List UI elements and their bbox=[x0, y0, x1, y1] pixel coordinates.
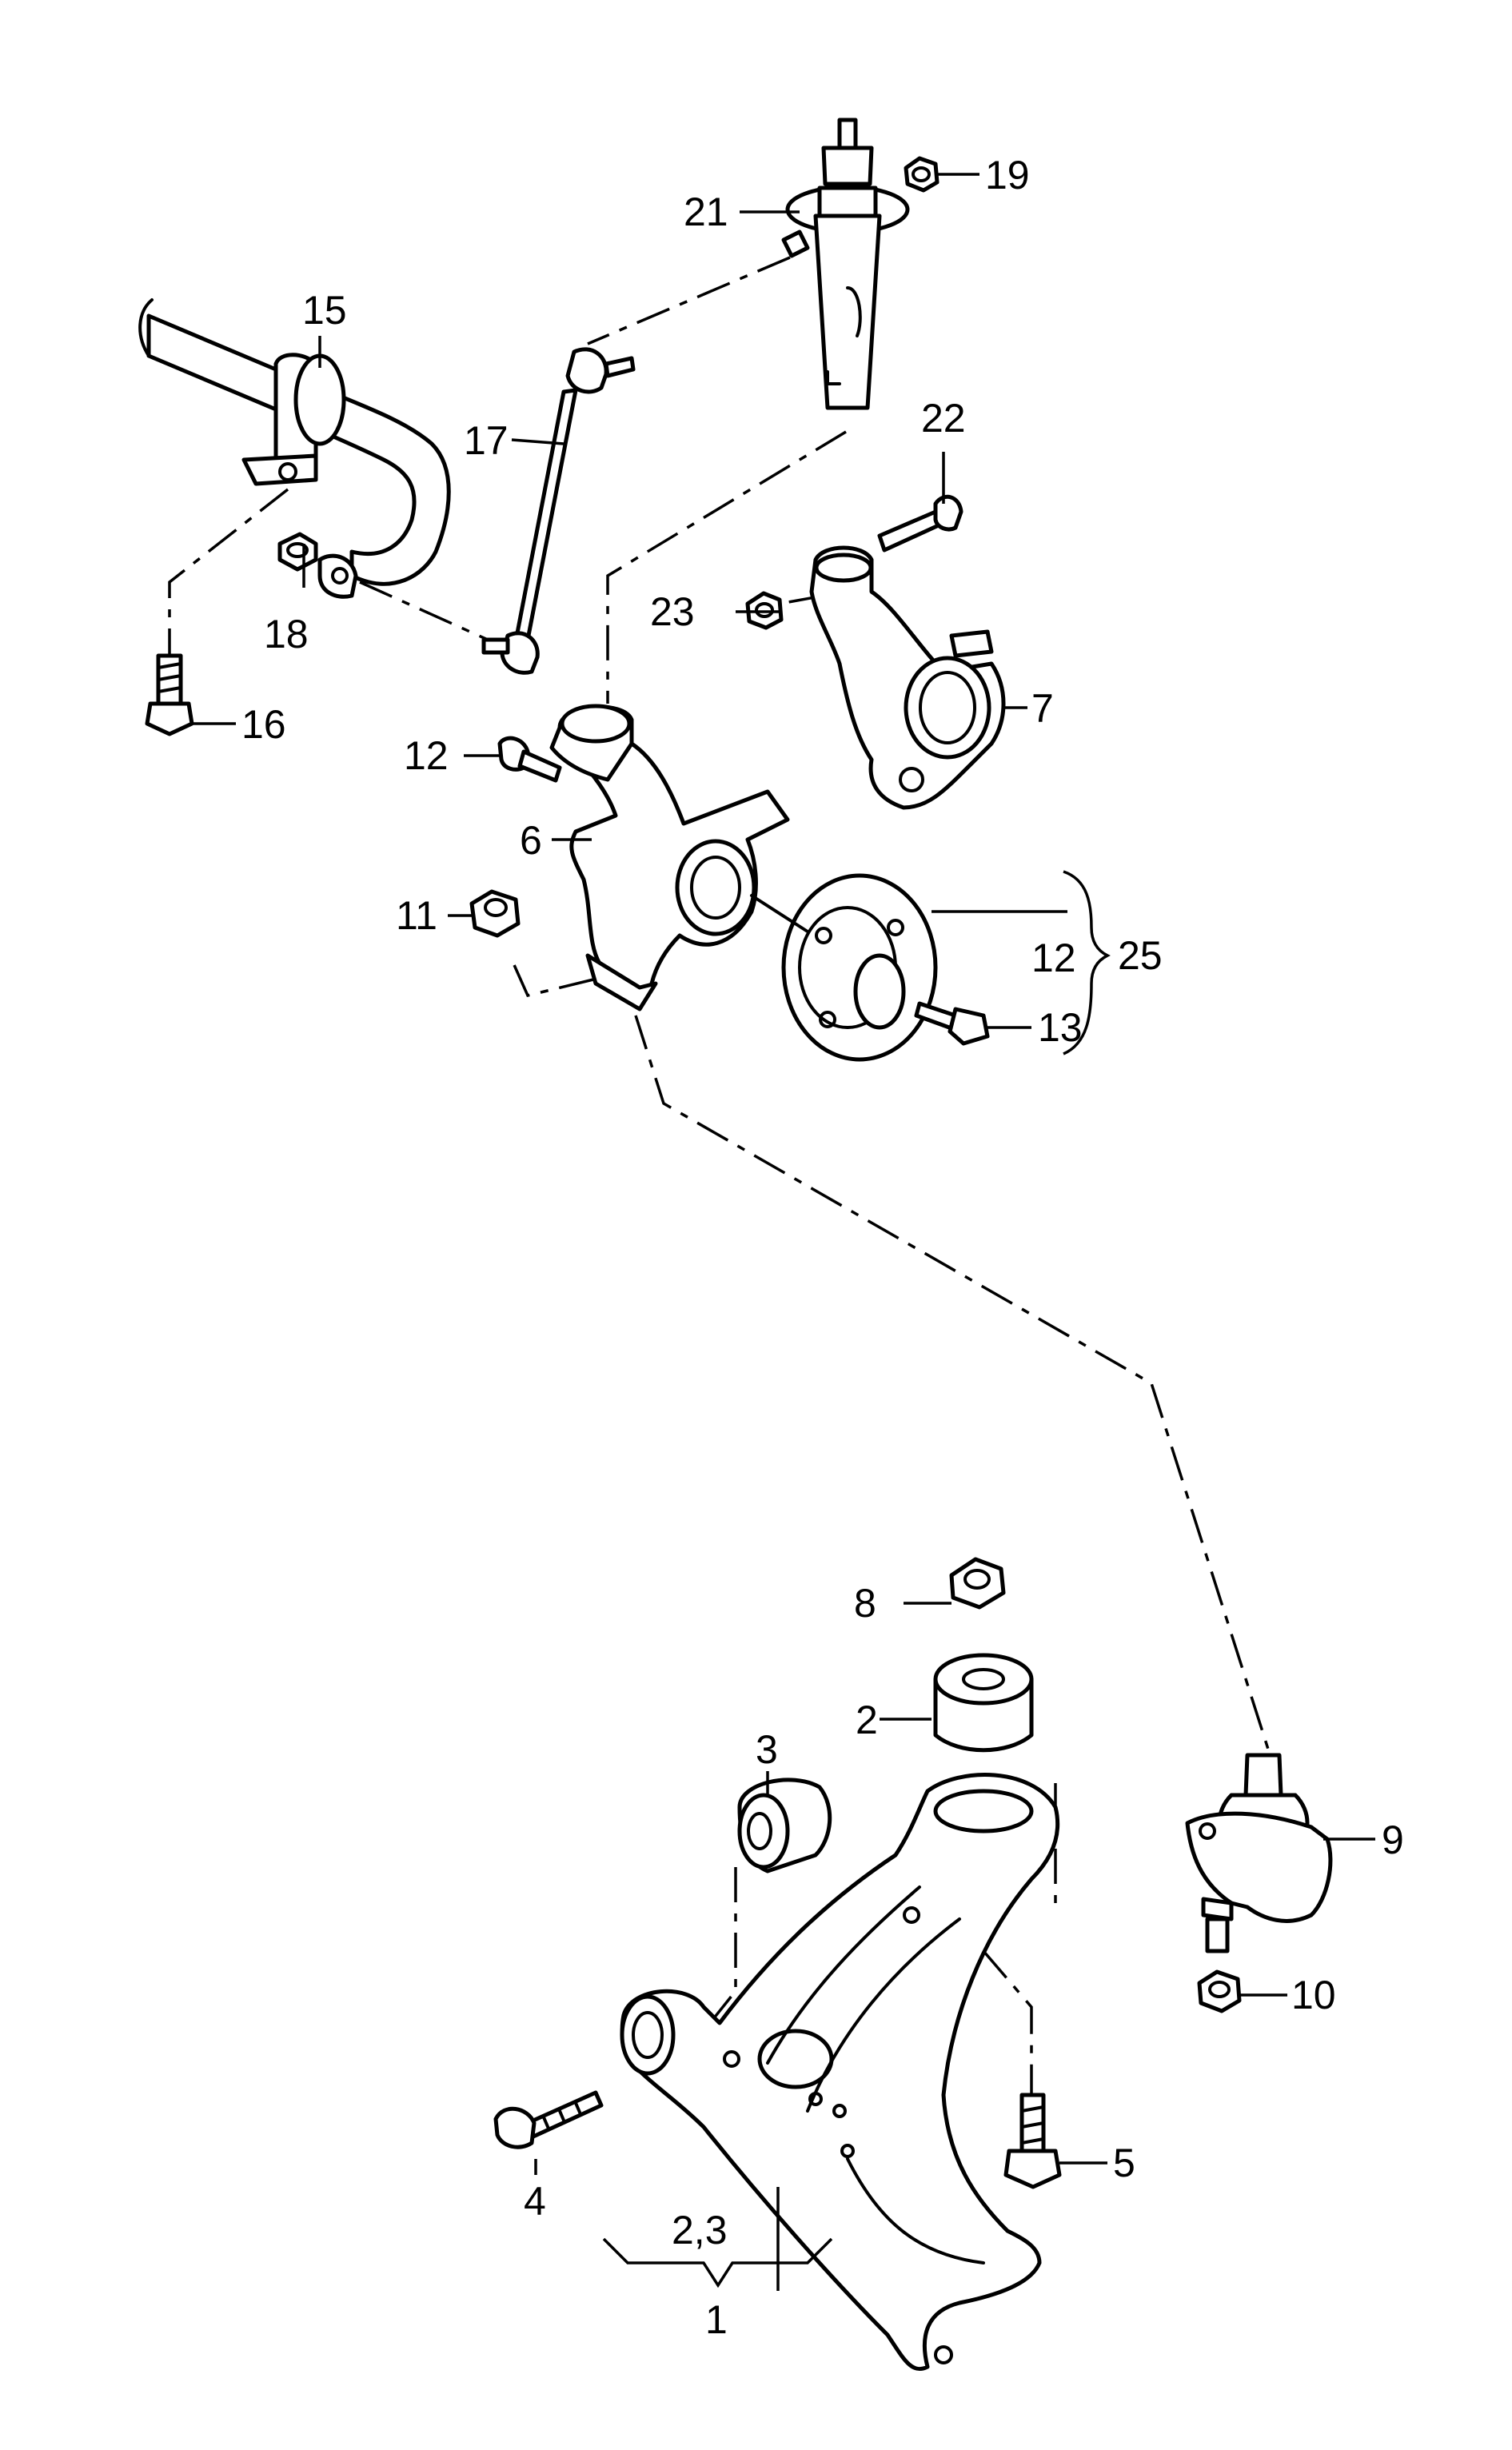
callout-10: 10 bbox=[1291, 1973, 1336, 2017]
bolt-13 bbox=[914, 1001, 990, 1046]
bushing-2 bbox=[933, 1653, 1034, 1753]
stabilizer-bar bbox=[138, 298, 451, 599]
bolt-12-upper bbox=[497, 736, 562, 783]
nut-10 bbox=[1197, 1969, 1242, 2013]
bolt-4 bbox=[493, 2090, 604, 2149]
nut-6 bbox=[949, 1557, 1006, 1610]
callout-2-3: 2,3 bbox=[672, 2208, 728, 2252]
callout-7: 6 bbox=[520, 818, 542, 863]
bushing-3 bbox=[737, 1778, 832, 1873]
bolt-5 bbox=[1003, 2093, 1062, 2189]
callout-6: 8 bbox=[854, 1581, 876, 1626]
callout-16: 16 bbox=[241, 702, 286, 747]
callout-17: 17 bbox=[464, 418, 509, 463]
knuckle-8 bbox=[809, 545, 1006, 810]
bolt-16 bbox=[145, 653, 194, 736]
nut-19 bbox=[904, 156, 940, 193]
strut-21 bbox=[781, 118, 910, 410]
callout-11: 11 bbox=[396, 893, 437, 938]
nut-18 bbox=[277, 532, 318, 572]
wishbone-1 bbox=[620, 1773, 1060, 2371]
callout-8: 7 bbox=[1031, 686, 1054, 731]
callout-4: 4 bbox=[524, 2179, 546, 2224]
callout-1: 1 bbox=[705, 2297, 728, 2342]
callout-2: 2 bbox=[856, 1698, 878, 1742]
coupling-rod bbox=[481, 347, 636, 675]
callout-19: 19 bbox=[985, 153, 1030, 198]
nut-11 bbox=[469, 889, 521, 938]
callout-9: 9 bbox=[1382, 1818, 1404, 1862]
callout-15: 15 bbox=[302, 288, 347, 333]
callout-labels: 21 19 15 17 22 18 23 16 7 12 6 11 12 25 … bbox=[241, 153, 1404, 2342]
callout-21: 21 bbox=[684, 190, 728, 234]
callout-23: 23 bbox=[650, 589, 695, 634]
callout-12-hub: 12 bbox=[1031, 936, 1076, 980]
callout-13: 13 bbox=[1038, 1005, 1083, 1050]
callout-18: 18 bbox=[264, 612, 309, 656]
callout-5: 5 bbox=[1113, 2141, 1135, 2185]
callout-12-upper: 12 bbox=[404, 733, 449, 778]
bolt-22 bbox=[877, 494, 963, 553]
wheel-hub-12 bbox=[750, 873, 938, 1062]
callout-22: 22 bbox=[921, 396, 966, 441]
callout-3: 3 bbox=[756, 1727, 778, 1772]
assembly-dash-lines bbox=[168, 256, 1273, 2095]
ball-joint-9 bbox=[1185, 1753, 1333, 1953]
callout-25: 25 bbox=[1118, 933, 1163, 978]
leader-lines bbox=[192, 173, 1375, 2291]
knuckle-7 bbox=[549, 704, 790, 1012]
